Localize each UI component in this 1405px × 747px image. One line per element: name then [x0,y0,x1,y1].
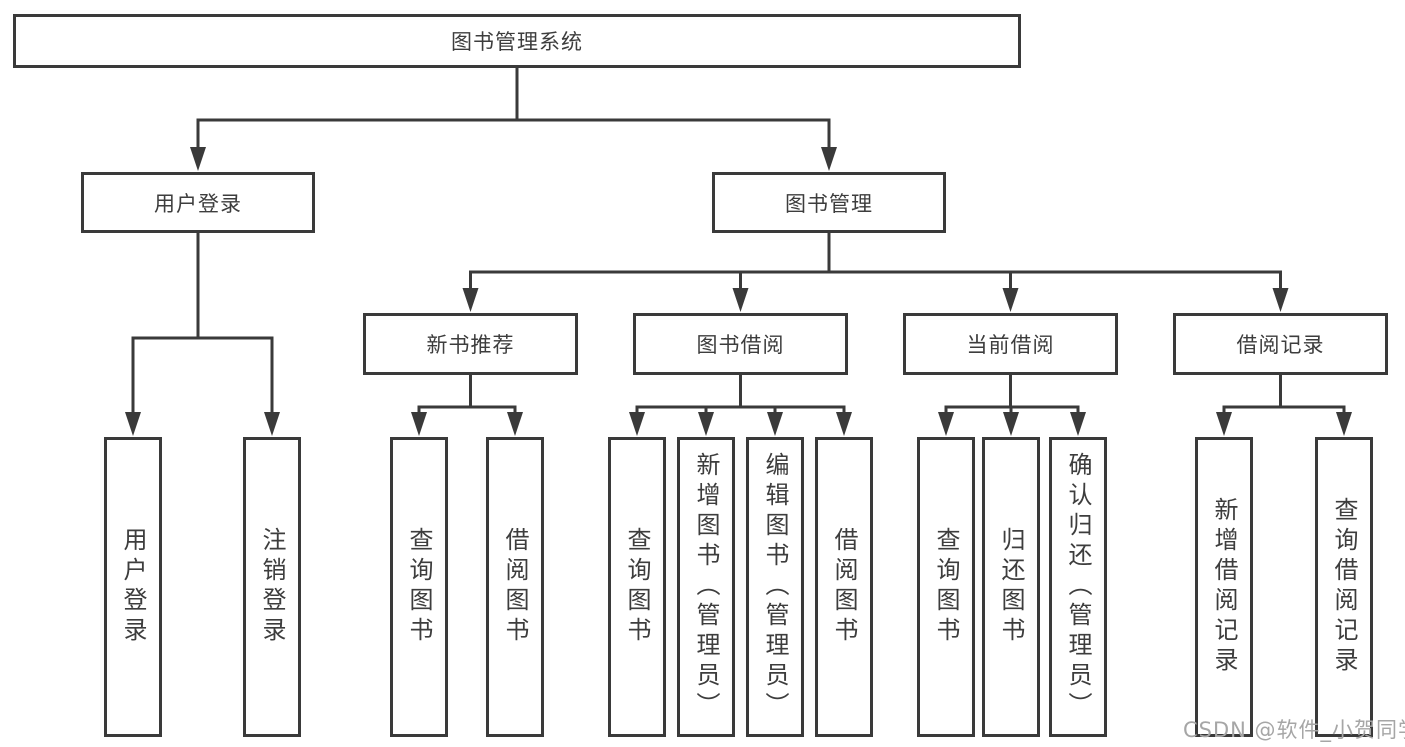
node-book-management: 图书管理 [712,172,946,233]
node-leaf-query-book-current: 查询图书 [917,437,975,737]
node-leaf-borrow-book-new: 借阅图书 [486,437,544,737]
node-leaf-add-book: 新增图书（管理员） [677,437,735,737]
node-leaf-user-login: 用户登录 [104,437,162,737]
watermark: CSDN @软件_小贺同学 [1183,718,1405,742]
node-leaf-query-book-borrow: 查询图书 [608,437,666,737]
node-leaf-borrow-book-2: 借阅图书 [815,437,873,737]
node-book-borrow: 图书借阅 [633,313,848,375]
node-new-book-recommend: 新书推荐 [363,313,578,375]
node-leaf-confirm-return: 确认归还（管理员） [1049,437,1107,737]
node-leaf-edit-book: 编辑图书（管理员） [746,437,804,737]
node-root: 图书管理系统 [13,14,1021,68]
node-user-login: 用户登录 [81,172,315,233]
node-leaf-add-record: 新增借阅记录 [1195,437,1253,737]
node-leaf-query-record: 查询借阅记录 [1315,437,1373,737]
node-leaf-logout: 注销登录 [243,437,301,737]
node-leaf-query-book-new: 查询图书 [390,437,448,737]
node-leaf-return-book: 归还图书 [982,437,1040,737]
node-current-borrow: 当前借阅 [903,313,1118,375]
node-borrow-records: 借阅记录 [1173,313,1388,375]
